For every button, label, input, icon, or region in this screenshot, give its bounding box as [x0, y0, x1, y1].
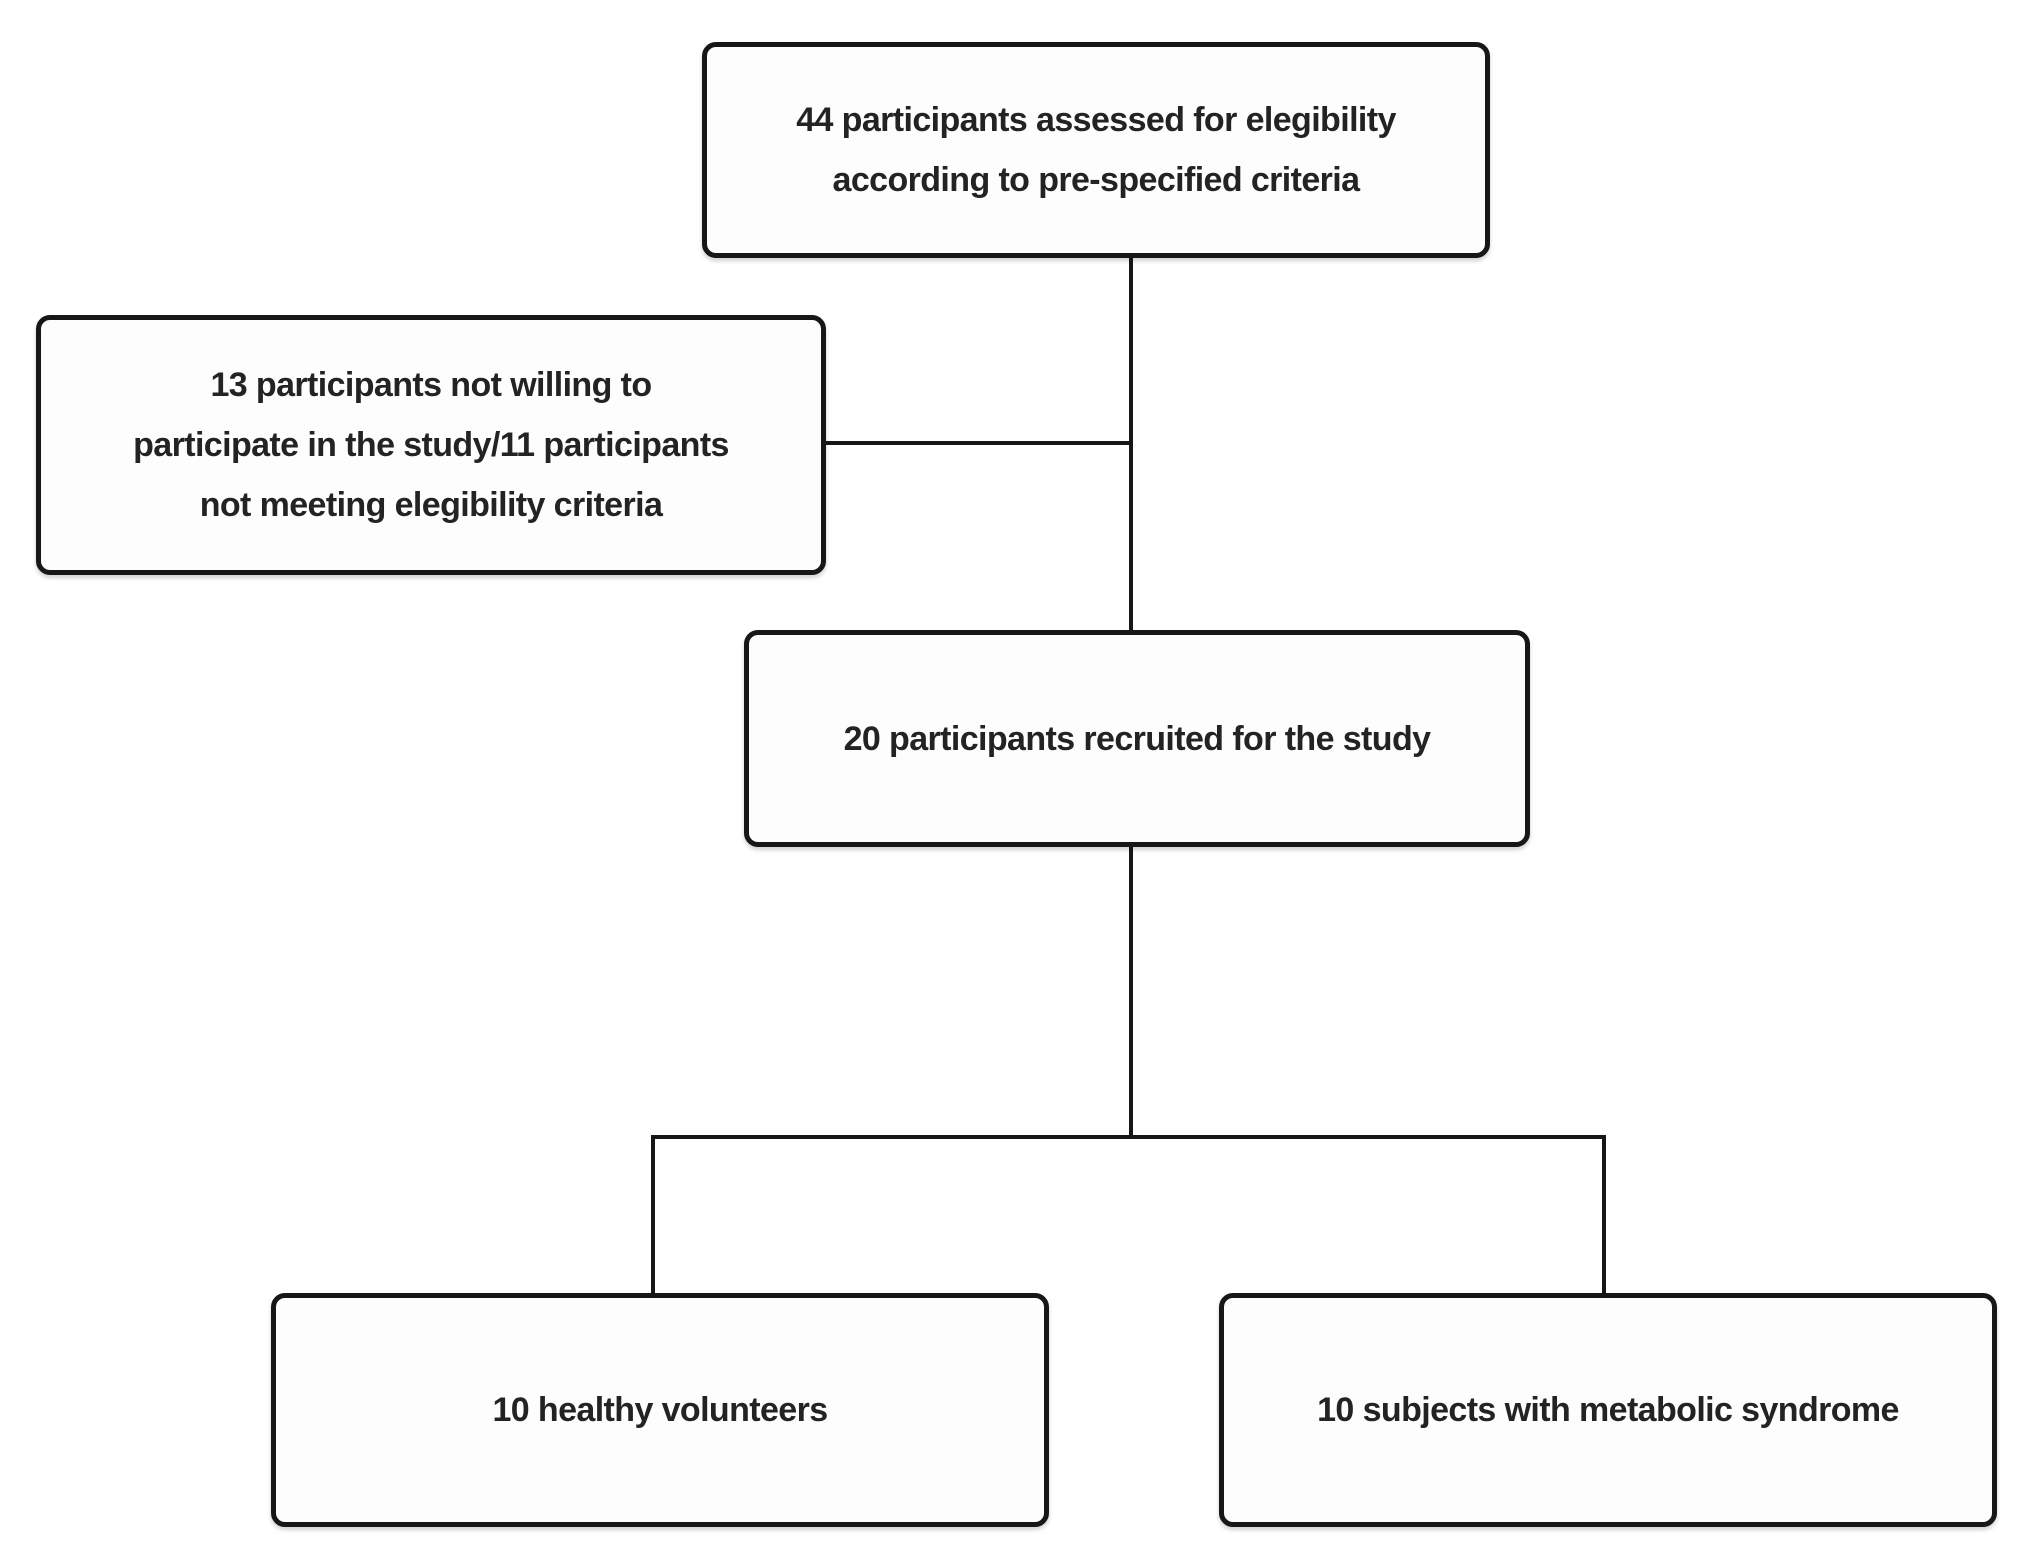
flow-node-assessed: 44 participants assessed for elegibility…: [702, 42, 1490, 258]
flow-node-recruited-line1: 20 participants recruited for the study: [843, 719, 1431, 758]
flow-node-excluded-line2: participate in the study/11 participants: [133, 426, 729, 464]
connector-split-horizontal: [651, 1135, 1606, 1139]
flow-node-excluded: 13 participants not willing to participa…: [36, 315, 826, 575]
flow-node-recruited: 20 participants recruited for the study: [744, 630, 1530, 847]
connector-assessed-to-recruited: [1129, 256, 1133, 632]
flow-node-metabolic-syndrome-line1: 10 subjects with metabolic syndrome: [1317, 1391, 1899, 1429]
flow-node-excluded-line3: not meeting elegibility criteria: [199, 486, 663, 524]
connector-excluded-branch: [824, 441, 1131, 445]
flow-node-healthy-volunteers: 10 healthy volunteers: [271, 1293, 1049, 1527]
flow-node-metabolic-syndrome: 10 subjects with metabolic syndrome: [1219, 1293, 1997, 1527]
flow-node-healthy-volunteers-line1: 10 healthy volunteers: [492, 1391, 828, 1429]
flow-node-assessed-line1: 44 participants assessed for elegibility: [796, 101, 1396, 139]
connector-split-to-metabolic: [1602, 1135, 1606, 1295]
connector-recruited-to-split: [1129, 845, 1133, 1139]
flow-node-assessed-line2: according to pre-specified criteria: [832, 161, 1361, 199]
flow-node-excluded-line1: 13 participants not willing to: [210, 366, 652, 404]
connector-split-to-healthy: [651, 1135, 655, 1295]
